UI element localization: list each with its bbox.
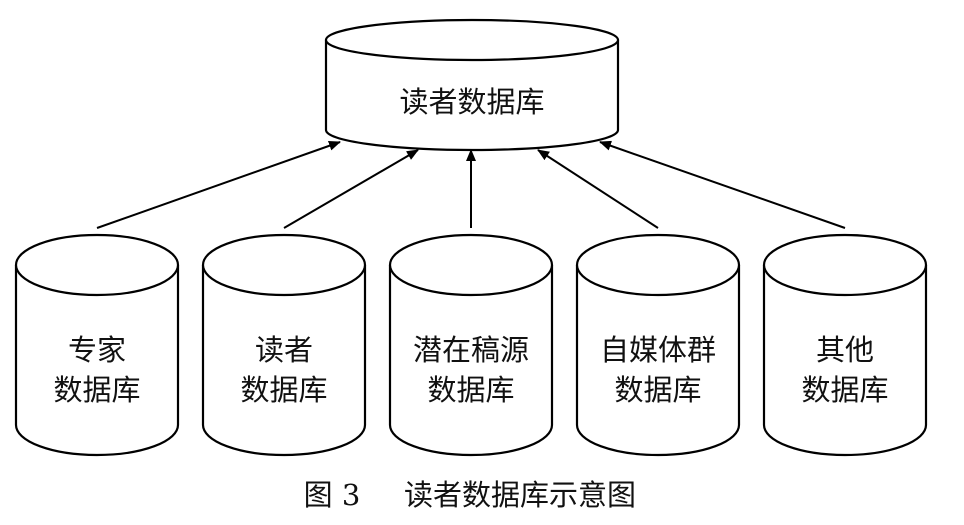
source-database-5: 其他 数据库 bbox=[762, 233, 928, 457]
source-database-1-body bbox=[14, 265, 180, 457]
source-database-1-lid bbox=[14, 233, 180, 297]
source-database-1: 专家 数据库 bbox=[14, 233, 180, 457]
source-database-4: 自媒体群 数据库 bbox=[575, 233, 741, 457]
source-database-5-lid bbox=[762, 233, 928, 297]
arrow-source-5-to-top bbox=[599, 140, 846, 229]
figure-number: 图 3 bbox=[304, 478, 361, 512]
source-database-5-label-line1: 其他 bbox=[816, 333, 874, 367]
source-database-2-label-line1: 读者 bbox=[255, 333, 313, 367]
source-database-1-label-line2: 数据库 bbox=[53, 373, 140, 407]
source-database-5-body bbox=[762, 265, 928, 457]
arrow-source-1-to-top bbox=[96, 140, 341, 229]
source-database-2: 读者 数据库 bbox=[201, 233, 367, 457]
arrows bbox=[96, 140, 846, 229]
source-database-2-lid bbox=[201, 233, 367, 297]
source-database-4-label-line1: 自媒体群 bbox=[600, 333, 716, 367]
source-database-5-label-line2: 数据库 bbox=[801, 373, 888, 407]
source-database-4-label-line2: 数据库 bbox=[614, 373, 701, 407]
source-database-3-body bbox=[388, 265, 554, 457]
top-database: 读者数据库 bbox=[324, 18, 620, 152]
source-database-4-body bbox=[575, 265, 741, 457]
top-database-body bbox=[324, 40, 620, 152]
figure-title: 读者数据库示意图 bbox=[404, 478, 636, 512]
source-database-3-label-line2: 数据库 bbox=[427, 373, 514, 407]
source-database-2-body bbox=[201, 265, 367, 457]
source-database-3: 潜在稿源 数据库 bbox=[388, 233, 554, 457]
arrow-source-2-to-top bbox=[283, 149, 419, 229]
top-database-label: 读者数据库 bbox=[399, 85, 544, 119]
arrow-source-4-to-top bbox=[537, 149, 659, 229]
source-database-4-lid bbox=[575, 233, 741, 297]
source-database-1-label-line1: 专家 bbox=[68, 333, 126, 367]
source-database-3-label-line1: 潜在稿源 bbox=[413, 333, 529, 367]
figure-caption: 图 3 读者数据库示意图 bbox=[304, 478, 636, 512]
source-database-3-lid bbox=[388, 233, 554, 297]
top-database-lid bbox=[324, 18, 620, 62]
source-database-2-label-line2: 数据库 bbox=[240, 373, 327, 407]
